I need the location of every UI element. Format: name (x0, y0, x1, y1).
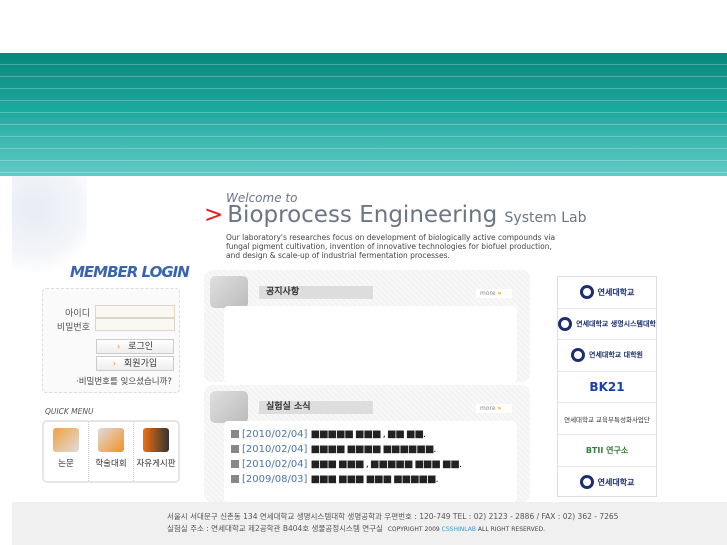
quick-menu-label: 자유게시판 (136, 459, 176, 469)
link-label: 연세대학교 대학원 (589, 351, 643, 360)
microphone-icon (210, 391, 248, 423)
join-button[interactable]: › 회원가입 (96, 356, 174, 371)
news-text: ■■■■ ■■■■ ■■■■■■. (310, 444, 437, 455)
rights: ALL RIGHT RESERVED. (477, 526, 546, 533)
link-life-system[interactable]: 연세대학교 생명시스템대학 (558, 309, 656, 341)
list-item[interactable]: [2010/02/04] ■■■ ■■■ , ■■■■■ ■■■ ■■. (231, 457, 462, 472)
quick-menu-title: QUICK MENU (45, 407, 94, 416)
id-input[interactable] (95, 305, 175, 318)
link-bk21[interactable]: BK21 (558, 372, 656, 404)
copyright-text: COPYRIGHT 2009 (387, 526, 440, 533)
footer-lab-address: 실험실 주소 : 연세대학교 제2공학관 B404호 생물공정시스템 연구실 C… (167, 523, 545, 534)
news-date: [2010/02/04] (242, 459, 308, 470)
lab-description: Our laboratory's researches focus on dev… (226, 233, 556, 260)
notice-panel: 공지사항 more » (204, 270, 530, 382)
news-panel: 실험실 소식 more » [2010/02/04] ■■■■■ ■■■ , ■… (204, 385, 530, 502)
news-date: [2010/02/04] (242, 429, 308, 440)
site-title: >Bioprocess Engineering System Lab (204, 202, 586, 228)
arrow-icon: › (112, 359, 117, 368)
footer (12, 502, 727, 545)
link-label: 연세대학교 교육부특성화사업단 (564, 415, 650, 424)
yonsei-seal-icon (558, 316, 573, 331)
news-date: [2010/02/04] (242, 444, 308, 455)
link-yonsei-2[interactable]: 연세대학교 (558, 467, 656, 499)
arrow-icon: › (116, 342, 121, 351)
login-button-label: 로그인 (128, 342, 154, 352)
welcome-text: Welcome to (226, 191, 298, 205)
notice-title: 공지사항 (259, 286, 373, 299)
member-login-title: MEMBER LOGIN (70, 263, 190, 281)
lab-address: 실험실 주소 : 연세대학교 제2공학관 B404호 생물공정시스템 연구실 (167, 524, 383, 533)
bullet-icon (231, 430, 239, 438)
chevron-right-icon: > (204, 202, 224, 228)
link-education[interactable]: 연세대학교 교육부특성화사업단 (558, 403, 656, 435)
title-main: Bioprocess Engineering (227, 202, 498, 228)
header-band (0, 53, 727, 176)
brand: CSSHINLAB (441, 526, 476, 533)
list-item[interactable]: [2009/08/03] ■■■ ■■■ ■■■ ■■■■■. (231, 472, 461, 487)
board-icon (143, 428, 169, 452)
quick-menu-conference[interactable]: 학술대회 (89, 422, 134, 481)
link-label: BK21 (589, 380, 625, 395)
link-label: 연세대학교 (597, 287, 635, 297)
bullet-icon (231, 445, 239, 453)
bullet-icon (231, 475, 239, 483)
list-item[interactable]: [2010/02/04] ■■■■ ■■■■ ■■■■■■. (231, 442, 461, 457)
news-text: ■■■ ■■■ ■■■ ■■■■■. (310, 474, 439, 485)
news-title: 실험실 소식 (259, 401, 373, 414)
list-item[interactable]: [2010/02/04] ■■■■■ ■■■ , ■■ ■■. (231, 427, 461, 442)
id-label: 아이디 (65, 309, 90, 319)
link-yonsei[interactable]: 연세대학교 (558, 277, 656, 309)
password-input[interactable] (95, 318, 175, 331)
pencil-cup-icon (210, 276, 248, 308)
more-label: more (480, 405, 496, 412)
book-icon (53, 428, 79, 452)
bullet-icon (231, 460, 239, 468)
more-label: more (480, 290, 496, 297)
link-label: 연세대학교 생명시스템대학 (576, 319, 656, 328)
quick-menu: 논문 학술대회 자유게시판 (42, 420, 180, 483)
quick-menu-board[interactable]: 자유게시판 (134, 422, 178, 481)
double-chevron-icon: » (497, 405, 502, 412)
news-list-bg (224, 421, 517, 502)
password-label: 비밀번호 (56, 323, 90, 333)
yonsei-seal-icon (571, 348, 586, 363)
link-label: 연세대학교 (597, 477, 635, 487)
news-more-button[interactable]: more » (476, 404, 512, 413)
double-chevron-icon: » (497, 290, 502, 297)
conference-icon (98, 428, 124, 452)
forgot-password-link[interactable]: ·비밀번호를 잊으셨습니까? (76, 377, 172, 387)
link-graduate[interactable]: 연세대학교 대학원 (558, 340, 656, 372)
quick-menu-papers[interactable]: 논문 (44, 422, 89, 481)
news-text: ■■■■■ ■■■ , ■■ ■■. (310, 429, 426, 440)
join-button-label: 회원가입 (124, 359, 158, 369)
title-sub: System Lab (504, 210, 587, 226)
news-text: ■■■ ■■■ , ■■■■■ ■■■ ■■. (310, 459, 462, 470)
link-label: BTII 연구소 (585, 445, 629, 455)
copyright: COPYRIGHT 2009 CSSHINLAB ALL RIGHT RESER… (388, 526, 545, 533)
decorative-swirl (12, 176, 87, 286)
quick-menu-label: 학술대회 (95, 459, 127, 469)
quick-menu-label: 논문 (58, 459, 74, 469)
news-date: [2009/08/03] (242, 474, 308, 485)
login-button[interactable]: › 로그인 (96, 339, 174, 354)
notice-list (224, 306, 517, 382)
notice-more-button[interactable]: more » (476, 289, 512, 298)
link-btii[interactable]: BTII 연구소 (558, 435, 656, 467)
yonsei-seal-icon (579, 475, 594, 490)
partner-links: 연세대학교 연세대학교 생명시스템대학 연세대학교 대학원 BK21 연세대학교… (557, 276, 657, 497)
footer-address: 서울시 서대문구 신촌동 134 연세대학교 생명시스템대학 생명공학과 우편번… (167, 512, 619, 521)
news-list: [2010/02/04] ■■■■■ ■■■ , ■■ ■■. [2010/02… (231, 427, 462, 487)
yonsei-seal-icon (579, 285, 594, 300)
